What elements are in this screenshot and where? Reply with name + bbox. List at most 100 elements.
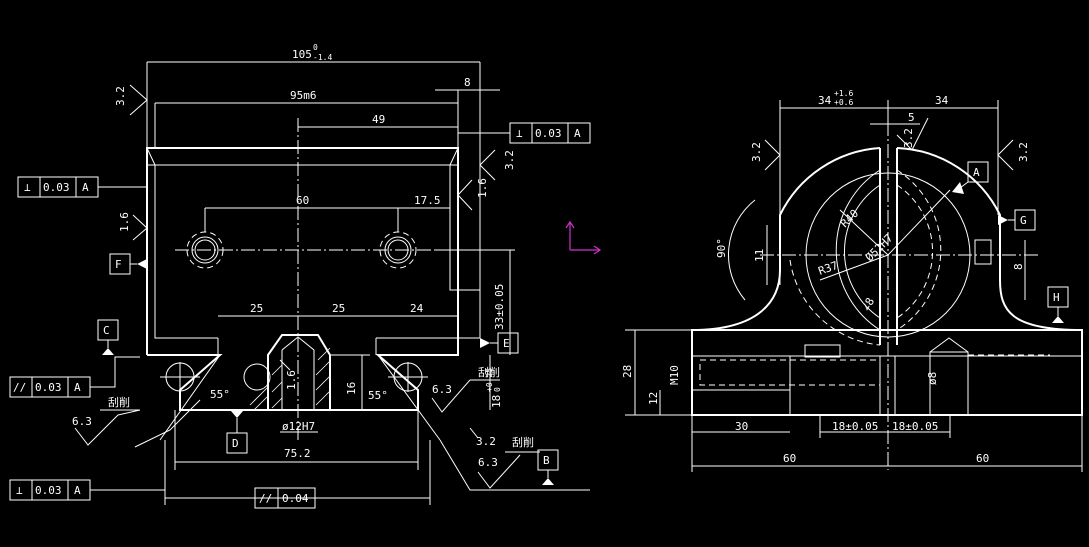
dim-hole-8: ø8	[926, 372, 939, 385]
tolerance-frame: // 0.03 A	[9, 376, 91, 398]
front-view-bevel-left	[146, 147, 218, 339]
datum-d: D	[226, 411, 248, 454]
side-view: R40 R37 Ø52H7 34 +1.6 +0.6 34 5 90° 11 ∠…	[621, 89, 1083, 472]
tolerance-frame: ⊥ 0.03 A	[9, 479, 91, 501]
dim-width-34-left-tol-upper: +1.6	[834, 89, 853, 98]
svg-text:G: G	[1020, 214, 1027, 227]
dim-5: 5	[908, 111, 915, 124]
front-view: 105 0 -1.4 95m6 8 49 60 17.5 25 25 24 33…	[9, 43, 591, 509]
svg-text:3.2: 3.2	[503, 150, 516, 170]
roughness-symbol: 3.2	[469, 427, 496, 448]
svg-text:1.6: 1.6	[285, 370, 298, 390]
dim-bottom-width: 75.2	[284, 447, 311, 460]
dim-height-12: 12	[647, 392, 660, 405]
roughness-symbol: 3.2	[896, 117, 929, 151]
svg-text:A: A	[74, 484, 81, 497]
svg-text:A: A	[82, 181, 89, 194]
dim-width-34-left: 34	[818, 94, 832, 107]
dim-height-18: 18	[490, 395, 503, 408]
roughness-symbol: 1.6	[279, 359, 298, 390]
dim-hole-spacing: 60	[296, 194, 309, 207]
roughness-symbol: 3.2	[750, 139, 781, 171]
scrape-note: 刮削	[108, 395, 130, 409]
tolerance-frame: ⊥ 0.03 A	[509, 122, 591, 144]
roughness-symbol: 6.3	[431, 379, 471, 413]
dim-angle-8: ∠8	[859, 296, 877, 314]
roughness-symbol: 3.2	[997, 139, 1030, 171]
dim-height-28: 28	[621, 365, 634, 378]
side-view-right-arm	[896, 147, 1083, 331]
dim-height-33: 33±0.05	[493, 284, 506, 330]
datum-h: H	[1047, 286, 1069, 323]
svg-text:A: A	[973, 166, 980, 179]
svg-text:⊥: ⊥	[16, 484, 23, 497]
svg-text://: //	[259, 492, 272, 505]
dim-slot-depth: 16	[345, 382, 358, 395]
dim-seg-b: 25	[332, 302, 345, 315]
svg-text:0.03: 0.03	[35, 381, 62, 394]
dim-angle-left: 55°	[210, 388, 230, 401]
dim-thread-m10: M10	[668, 365, 681, 385]
datum-b: B	[537, 449, 559, 485]
dim-half-right: 60	[976, 452, 989, 465]
svg-text:C: C	[103, 324, 110, 337]
side-view-base	[691, 329, 1083, 416]
front-view-outline	[146, 147, 459, 411]
dim-overall-width-tol-lower: -1.4	[313, 53, 332, 62]
svg-text:1.6: 1.6	[118, 212, 131, 232]
dim-width-8: 8	[464, 76, 471, 89]
svg-text:A: A	[574, 127, 581, 140]
dim-width-34-right: 34	[935, 94, 949, 107]
svg-text:A: A	[74, 381, 81, 394]
scrape-note: 刮削	[512, 435, 534, 449]
dim-radius-37: R37	[817, 259, 840, 278]
dim-seg-c: 24	[410, 302, 424, 315]
svg-text:E: E	[503, 337, 510, 350]
svg-text:D: D	[232, 437, 239, 450]
roughness-symbol: 6.3	[72, 414, 119, 446]
svg-text:6.3: 6.3	[72, 415, 92, 428]
svg-text:F: F	[115, 258, 122, 271]
svg-text:⊥: ⊥	[516, 127, 523, 140]
svg-text:0.04: 0.04	[282, 492, 309, 505]
roughness-symbol: 6.3	[477, 454, 521, 489]
scrape-note: 刮削	[478, 365, 500, 379]
dim-seg-a: 25	[250, 302, 263, 315]
ucs-icon	[565, 220, 602, 255]
roughness-symbol: 3.2	[114, 84, 148, 116]
datum-g: G	[998, 209, 1036, 231]
svg-text:H: H	[1053, 291, 1060, 304]
roughness-symbol: 1.6	[457, 178, 489, 211]
tolerance-frame: // 0.04	[254, 487, 316, 509]
svg-text:0.03: 0.03	[535, 127, 562, 140]
svg-text:⊥: ⊥	[24, 181, 31, 194]
dim-8: 8	[1012, 263, 1025, 270]
roughness-symbol: 1.6	[118, 212, 148, 241]
dim-angle-90: 90°	[715, 238, 728, 258]
svg-text:3.2: 3.2	[750, 142, 763, 162]
dim-offset-49: 49	[372, 113, 385, 126]
v-groove-line-right	[377, 354, 441, 441]
dim-overall-width-tol-upper: 0	[313, 43, 318, 52]
datum-e: E	[480, 332, 519, 354]
roughness-symbol: 3.2	[479, 149, 516, 181]
dim-len-30: 30	[735, 420, 748, 433]
v-groove-line-left	[159, 354, 221, 441]
tolerance-frame: ⊥ 0.03 A	[17, 176, 99, 198]
front-view-bevel-right	[376, 147, 481, 339]
svg-text:0.03: 0.03	[43, 181, 70, 194]
svg-text:0.03: 0.03	[35, 484, 62, 497]
dim-fit-width: 95m6	[290, 89, 317, 102]
dim-pos-left: 18±0.05	[832, 420, 878, 433]
dim-pos-right: 18±0.05	[892, 420, 938, 433]
svg-text:3.2: 3.2	[476, 435, 496, 448]
dim-bore: ø12H7	[282, 420, 315, 433]
datum-f: F	[109, 253, 147, 275]
dim-height-18-tol-lower: 0	[493, 387, 502, 392]
dim-width-34-left-tol-lower: +0.6	[834, 98, 853, 107]
svg-text:B: B	[543, 454, 550, 467]
section-hatch	[249, 347, 331, 411]
dim-overall-width: 105	[292, 48, 312, 61]
